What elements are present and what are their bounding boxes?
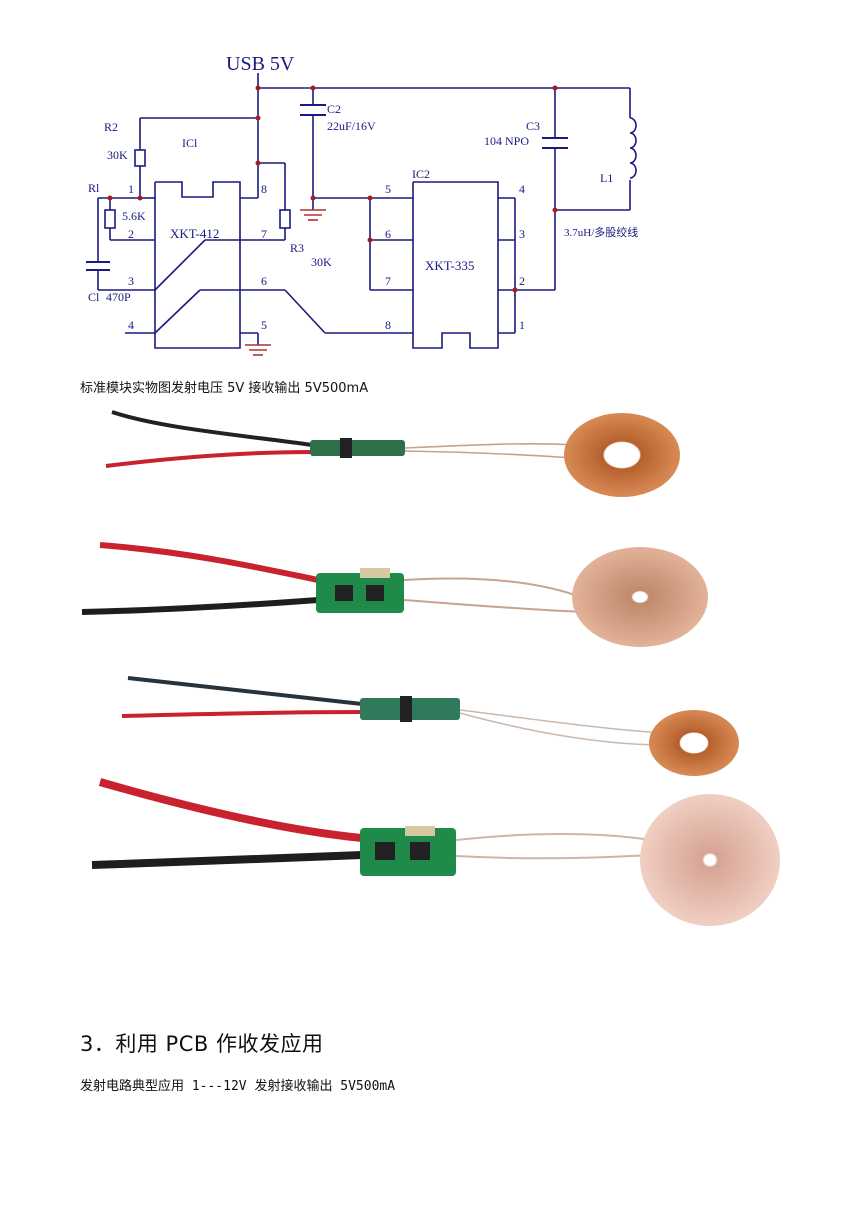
c2-ref: C2 [327, 102, 341, 116]
l1-ref: L1 [600, 171, 613, 185]
ic1-part: XKT-412 [170, 226, 219, 241]
module-photo-3 [121, 676, 739, 776]
module-photo-1 [105, 410, 680, 497]
c3-value: 104 NPO [484, 134, 529, 148]
ic2-pin: 2 [519, 274, 525, 288]
ic1-pin: 4 [128, 318, 134, 332]
c1-value: 470P [106, 290, 131, 304]
ic1-pin: 5 [261, 318, 267, 332]
pcb-application-caption: 发射电路典型应用 1---12V 发射接收输出 5V500mA [80, 1079, 396, 1094]
ic1-pin: 1 [128, 182, 134, 196]
module-photo-caption: 标准模块实物图发射电压 5V 接收输出 5V500mA [80, 381, 369, 396]
c2-value: 22uF/16V [327, 119, 376, 133]
module-photos [81, 410, 780, 926]
module-photo-2 [81, 542, 708, 647]
ic2-pin: 6 [385, 227, 391, 241]
c1-ref: Cl [88, 290, 100, 304]
ic2-part: XKT-335 [425, 258, 474, 273]
supply-label: USB 5V [226, 53, 295, 75]
r1-ref: Rl [88, 181, 100, 195]
r1-value: 5.6K [122, 209, 146, 223]
r3-value: 30K [311, 255, 332, 269]
ic1-pin: 2 [128, 227, 134, 241]
section-heading: 3．利用 PCB 作收发应用 [80, 1032, 324, 1056]
ic2-pin: 3 [519, 227, 525, 241]
ic2-pin: 7 [385, 274, 391, 288]
r2-ref: R2 [104, 120, 118, 134]
ic2-pin: 4 [519, 182, 525, 196]
ic1-pin: 8 [261, 182, 267, 196]
module-photo-4 [91, 778, 780, 926]
ic1-pin: 7 [261, 227, 267, 241]
ic1-pin: 3 [128, 274, 134, 288]
circuit-schematic: USB 5V R2 30K ICl Rl 5.6K XKT-412 R3 30K… [86, 53, 638, 356]
ic2-pin: 5 [385, 182, 391, 196]
l1-value: 3.7uH/多股绞线 [564, 225, 638, 239]
ic1-pin: 6 [261, 274, 267, 288]
r3-ref: R3 [290, 241, 304, 255]
ic1-ref: ICl [182, 136, 198, 150]
ic2-pin: 1 [519, 318, 525, 332]
r2-value: 30K [107, 148, 128, 162]
c3-ref: C3 [526, 119, 540, 133]
ic2-pin: 8 [385, 318, 391, 332]
ic2-ref: IC2 [412, 167, 430, 181]
